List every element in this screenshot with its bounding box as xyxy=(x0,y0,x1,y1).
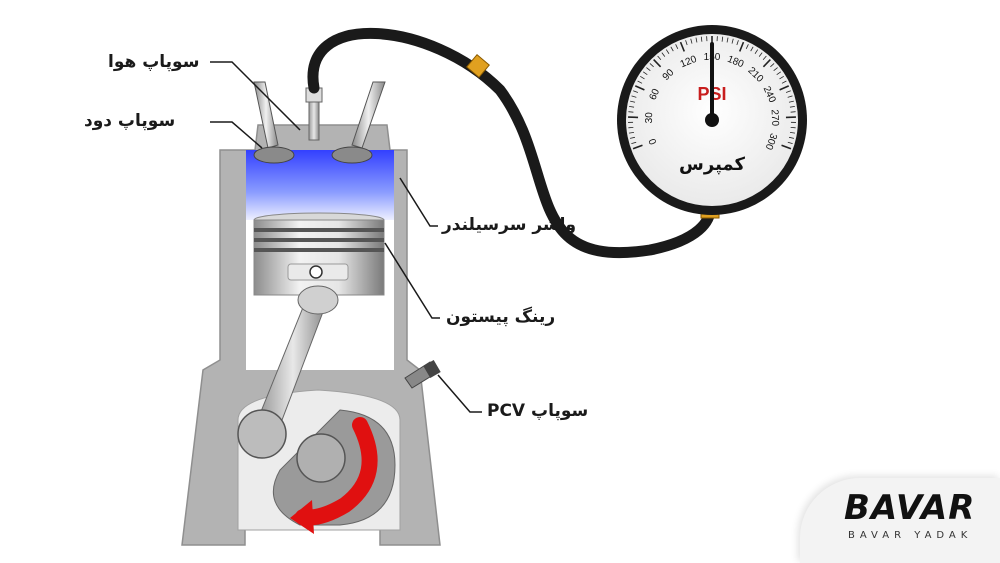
hose-fitting xyxy=(466,54,490,78)
gauge-minor-tick xyxy=(731,38,734,44)
logo-brand: BAVAR xyxy=(844,488,976,528)
gauge-tick-label: 60 xyxy=(648,87,663,102)
gauge-minor-tick xyxy=(695,37,698,43)
leader-intake-valve xyxy=(210,61,301,131)
leader-piston-ring xyxy=(384,242,440,319)
gauge-caption: کمپرس xyxy=(679,154,745,175)
gauge-minor-tick xyxy=(788,100,794,103)
gauge-tick-label: 30 xyxy=(644,112,655,124)
gauge-minor-tick xyxy=(661,52,666,57)
gauge-tick-label: 270 xyxy=(769,109,781,126)
gauge-minor-tick xyxy=(633,90,639,93)
gauge-minor-tick xyxy=(736,40,739,46)
gauge-major-tick xyxy=(738,41,745,52)
gauge-minor-tick xyxy=(721,36,724,42)
gauge-major-tick xyxy=(679,41,686,52)
gauge-minor-tick xyxy=(628,131,635,134)
gauge-hub xyxy=(705,113,719,127)
gauge-minor-tick xyxy=(745,44,749,49)
exhaust-valve xyxy=(253,81,295,164)
label-intake-valve: سوپاپ هوا xyxy=(108,52,200,72)
pcv-valve xyxy=(404,359,441,389)
label-exhaust-valve: سوپاپ دود xyxy=(84,111,176,131)
gauge-minor-tick xyxy=(629,136,636,139)
leader-pcv-valve xyxy=(437,374,482,413)
gauge-minor-tick xyxy=(785,90,791,93)
gauge-minor-tick xyxy=(631,95,637,98)
leader-lines xyxy=(210,61,482,413)
label-head-gasket: واشر سرسیلندر xyxy=(442,215,577,235)
gauge-minor-tick xyxy=(629,105,635,108)
piston-ring xyxy=(254,238,384,242)
compression-gauge: 0306090120150180210240270300 PSI کمپرس xyxy=(617,25,807,215)
leader-exhaust-valve xyxy=(210,121,263,149)
gauge-minor-tick xyxy=(690,38,693,44)
gauge-major-tick xyxy=(762,59,771,68)
gauge-minor-tick xyxy=(649,63,654,68)
gauge-minor-tick xyxy=(770,63,775,68)
gauge-minor-tick xyxy=(657,55,662,61)
piston-ring xyxy=(254,248,384,252)
gauge-minor-tick xyxy=(762,55,767,61)
gauge-major-tick xyxy=(781,144,792,150)
gauge-major-tick xyxy=(634,85,645,91)
gauge-minor-tick xyxy=(773,67,778,71)
gauge-minor-tick xyxy=(637,80,643,84)
gauge-minor-tick xyxy=(750,46,754,52)
gauge-minor-tick xyxy=(665,49,670,54)
bavar-yadak-logo: BAVAR BAVAR YADAK xyxy=(800,478,1000,563)
gauge-minor-tick xyxy=(787,95,793,98)
gauge-minor-tick xyxy=(640,75,645,80)
gauge-minor-tick xyxy=(630,100,636,103)
gauge-minor-tick xyxy=(779,75,784,80)
gauge-minor-tick xyxy=(781,80,787,84)
gauge-tick-label: 0 xyxy=(647,136,659,145)
gauge-minor-tick xyxy=(787,141,793,145)
gauge-minor-tick xyxy=(776,71,782,76)
gauge-hose xyxy=(307,28,716,258)
gauge-minor-tick xyxy=(758,52,763,57)
leader-head-gasket xyxy=(399,177,438,227)
gauge-major-tick xyxy=(653,59,662,68)
piston-ring xyxy=(254,228,384,232)
label-pcv-valve: سوپاپ PCV xyxy=(487,401,589,421)
gauge-minor-tick xyxy=(631,141,637,145)
gauge-major-tick xyxy=(779,85,790,91)
gauge-major-tick xyxy=(632,144,643,150)
piston xyxy=(253,212,385,296)
gauge-minor-tick xyxy=(788,136,795,139)
gauge-minor-tick xyxy=(700,36,703,42)
label-piston-ring: رینگ پیستون xyxy=(446,307,556,327)
gauge-minor-tick xyxy=(646,67,651,71)
rotation-arrow xyxy=(290,417,378,534)
gauge-tick-label: 300 xyxy=(763,132,779,152)
gauge-minor-tick xyxy=(685,40,688,46)
gauge-minor-tick xyxy=(675,44,679,49)
gauge-minor-tick xyxy=(642,71,648,76)
gauge-minor-tick xyxy=(789,105,795,108)
intake-valve xyxy=(331,81,386,164)
gauge-minor-tick xyxy=(726,37,729,43)
gauge-minor-tick xyxy=(670,46,674,52)
logo-subtitle: BAVAR YADAK xyxy=(848,530,973,541)
gauge-minor-tick xyxy=(754,49,759,54)
gauge-minor-tick xyxy=(789,131,796,134)
